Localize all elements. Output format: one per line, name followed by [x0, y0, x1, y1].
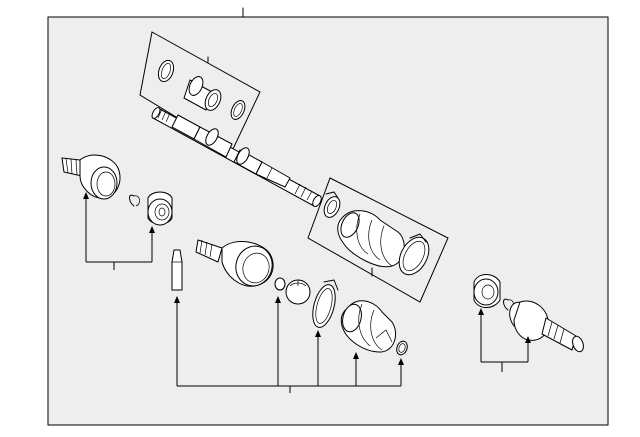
outer-joint-group-right: [473, 274, 584, 372]
damper-kit-group: [139, 31, 261, 152]
grease-tube: [171, 249, 183, 291]
leader-bracket-right: [478, 308, 531, 372]
tripod-joint: [285, 279, 311, 305]
boot-clamp-small: [323, 191, 341, 218]
snap-ring-center: [274, 277, 286, 291]
inner-joint-housing: [195, 239, 274, 287]
outer-joint-group-left: [61, 154, 173, 270]
dynamic-damper: [183, 76, 222, 111]
boot-band-large: [312, 279, 339, 328]
outer-joint-left: [61, 154, 121, 200]
boot-kit-group: [307, 177, 449, 303]
inner-boot: [340, 300, 396, 353]
snap-ring-left: [129, 194, 140, 207]
axle-shaft: [151, 107, 322, 207]
inner-joint-group-center: [171, 239, 408, 393]
bearing-right: [473, 274, 501, 308]
leader-bracket-center: [174, 296, 404, 393]
boot: [337, 210, 405, 268]
outer-joint-right: [509, 300, 584, 353]
leader-bracket-left: [83, 192, 155, 270]
boot-band-small: [396, 340, 408, 356]
bearing-left: [147, 191, 173, 226]
clamp-left: [157, 59, 175, 83]
clamp-right: [230, 100, 246, 120]
boot-clamp-large: [398, 233, 430, 276]
